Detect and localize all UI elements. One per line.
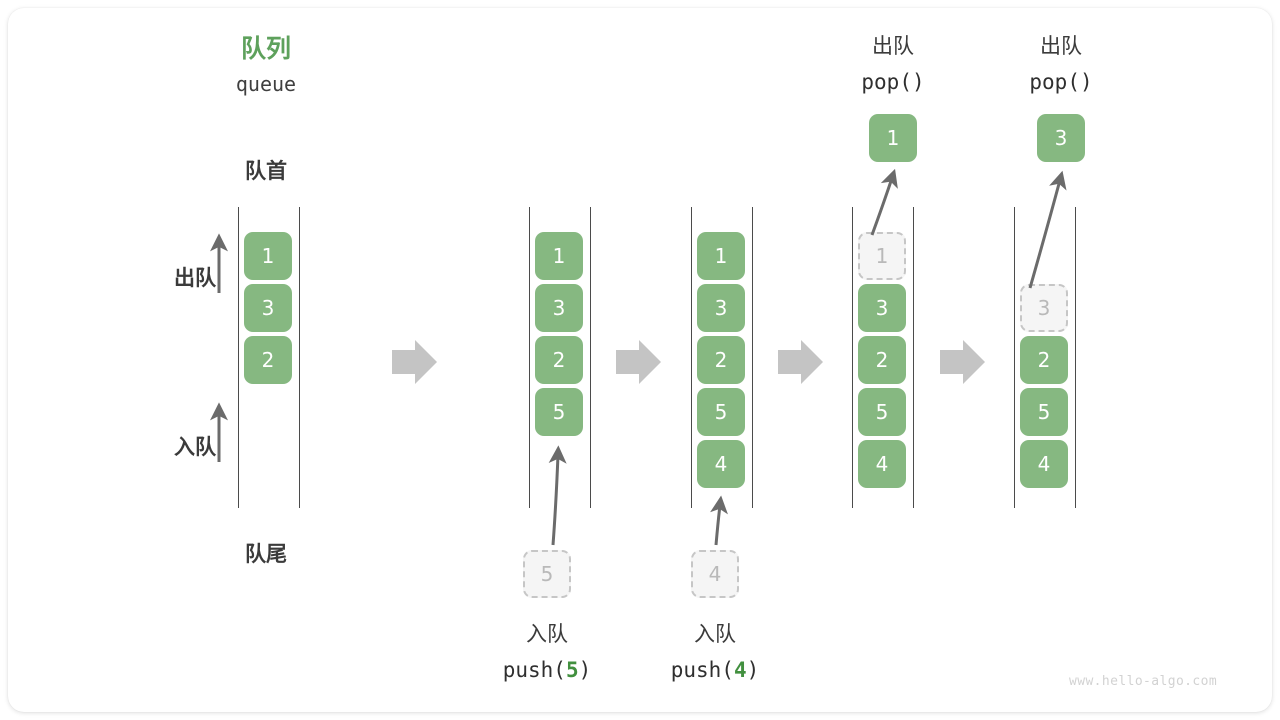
enqueue-side-label: 入队 xyxy=(174,435,216,459)
column-3-push-prefix: push( xyxy=(670,658,734,682)
pop-3-arrow xyxy=(1028,170,1067,289)
column-2-rail-right xyxy=(590,207,591,508)
column-2-push-arg: 5 xyxy=(565,658,579,682)
column-1-cell-0: 1 xyxy=(244,232,292,280)
flow-arrow-4 xyxy=(940,340,985,384)
column-5-rail-right xyxy=(1075,207,1076,508)
column-4-cell-4: 4 xyxy=(858,440,906,488)
column-5-popped-cell: 3 xyxy=(1037,114,1085,162)
column-3-caption-cn: 入队 xyxy=(694,622,736,646)
column-2-cell-3: 5 xyxy=(535,388,583,436)
column-5-cell-2: 2 xyxy=(1020,336,1068,384)
column-3-incoming-cell: 4 xyxy=(691,550,739,598)
column-4-rail-right xyxy=(913,207,914,508)
column-3-rail-right xyxy=(752,207,753,508)
column-2-push-prefix: push( xyxy=(502,658,566,682)
push-5-arrow xyxy=(548,445,567,546)
column-3-rail-left xyxy=(691,207,692,508)
push-4-arrow xyxy=(710,495,728,546)
arrow-overlay xyxy=(210,168,1067,546)
column-2-cell-1: 3 xyxy=(535,284,583,332)
column-1-rail-right xyxy=(299,207,300,508)
flow-arrow-3 xyxy=(778,340,823,384)
column-4-cell-1: 3 xyxy=(858,284,906,332)
column-3-cell-4: 4 xyxy=(697,440,745,488)
column-2-push-suffix: ) xyxy=(578,658,592,682)
queue-title-cn: 队列 xyxy=(240,34,291,63)
queue-rear-label: 队尾 xyxy=(245,542,287,566)
column-1-rail-left xyxy=(238,207,239,508)
column-4-popped-cell: 1 xyxy=(869,114,917,162)
column-4-cell-2: 2 xyxy=(858,336,906,384)
column-2-incoming-cell: 5 xyxy=(523,550,571,598)
column-1-cell-2: 2 xyxy=(244,336,292,384)
queue-title-en: queue xyxy=(235,72,297,96)
flow-arrow-2 xyxy=(616,340,661,384)
column-5-cell-3: 5 xyxy=(1020,388,1068,436)
column-5-header-cn: 出队 xyxy=(1040,34,1082,58)
column-2-rail-left xyxy=(529,207,530,508)
column-2-caption-cn: 入队 xyxy=(526,622,568,646)
column-5-cell-4: 4 xyxy=(1020,440,1068,488)
column-3-cell-3: 5 xyxy=(697,388,745,436)
column-2-cell-2: 2 xyxy=(535,336,583,384)
column-3-push-arg: 4 xyxy=(733,658,747,682)
column-2-cell-0: 1 xyxy=(535,232,583,280)
column-5-header-code: pop() xyxy=(1029,70,1093,94)
column-4-header-cn: 出队 xyxy=(872,34,914,58)
column-4-cell-3: 5 xyxy=(858,388,906,436)
column-5-rail-left xyxy=(1014,207,1015,508)
column-3-push-suffix: ) xyxy=(746,658,760,682)
diagram-card: 队列 queue 队首 队尾 出队 入队 1 3 2 1 3 2 5 5 入队 … xyxy=(8,8,1272,712)
watermark: www.hello-algo.com xyxy=(1069,674,1218,689)
column-3-cell-0: 1 xyxy=(697,232,745,280)
queue-front-label: 队首 xyxy=(245,159,287,183)
flow-arrow-1 xyxy=(392,340,437,384)
column-5-cell-1: 3 xyxy=(1020,284,1068,332)
dequeue-side-label: 出队 xyxy=(174,266,216,290)
column-3-cell-2: 2 xyxy=(697,336,745,384)
column-4-header-code: pop() xyxy=(861,70,925,94)
column-1-cell-1: 3 xyxy=(244,284,292,332)
column-4-cell-0: 1 xyxy=(858,232,906,280)
pop-1-arrow xyxy=(870,168,898,236)
column-3-caption-code: push(4) xyxy=(655,660,775,681)
diagram-stage: 队列 queue 队首 队尾 出队 入队 1 3 2 1 3 2 5 5 入队 … xyxy=(8,8,1272,712)
column-4-rail-left xyxy=(852,207,853,508)
column-3-cell-1: 3 xyxy=(697,284,745,332)
column-2-caption-code: push(5) xyxy=(487,660,607,681)
